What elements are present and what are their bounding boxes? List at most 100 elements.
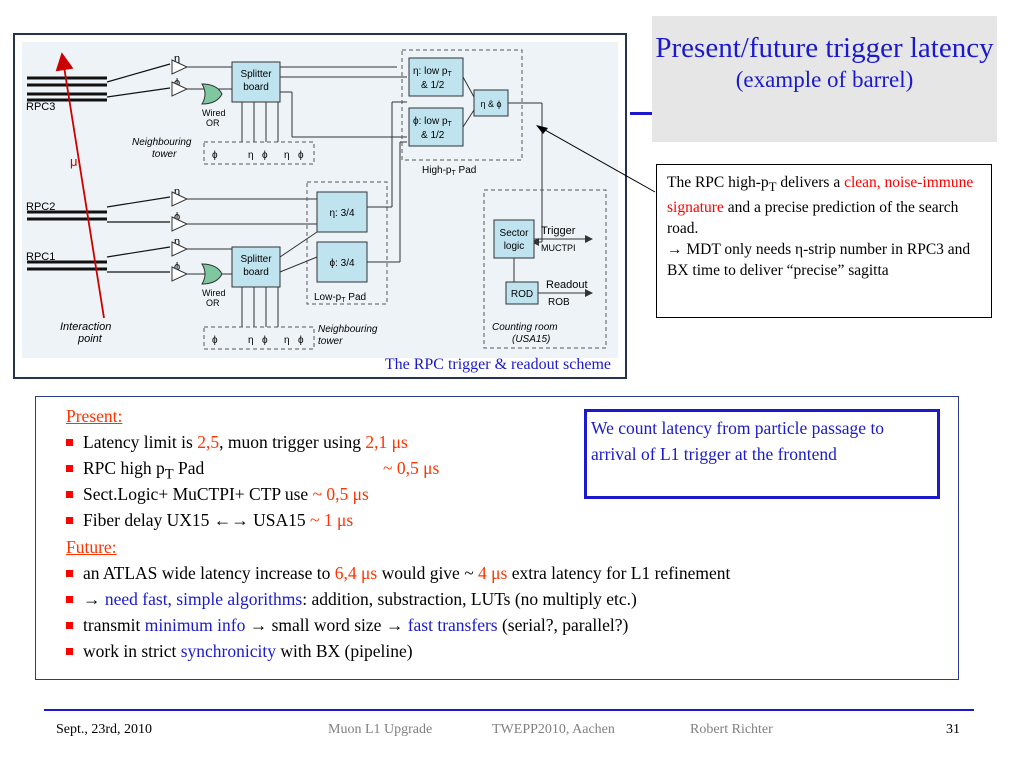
- page-number: 31: [946, 722, 960, 737]
- rod-label: ROD: [511, 289, 533, 300]
- wired-label: Wired: [202, 288, 226, 298]
- buffer-icon: [171, 241, 189, 257]
- eta-phi-label: η & ϕ: [480, 99, 501, 109]
- phi-tower-label: ϕ: [262, 150, 268, 161]
- high-pt-pad-box: [401, 49, 523, 161]
- eta-low-pt-label: η: low pT: [413, 66, 452, 78]
- eta-34-label: η: 3/4: [329, 208, 354, 219]
- diagram-frame: RPC3 RPC2 RPC1 η ϕ η ϕ η ϕ: [13, 33, 627, 379]
- splitter-label: Splitter: [240, 69, 272, 80]
- future-item-1: an ATLAS wide latency increase to 6,4 μs…: [66, 560, 730, 586]
- rpc-trigger-diagram: RPC3 RPC2 RPC1 η ϕ η ϕ η ϕ: [22, 42, 618, 358]
- buffer-icon: [171, 59, 189, 75]
- phi-low-pt-box: [408, 107, 464, 147]
- wired-label: Wired: [202, 108, 226, 118]
- rpc2-label: RPC2: [26, 201, 55, 213]
- eta-tower-label: η: [284, 335, 290, 346]
- bullet-icon: [66, 517, 73, 524]
- eta-label-rpc3: η: [174, 53, 180, 65]
- future-item-2: → need fast, simple algorithms: addition…: [66, 586, 637, 612]
- rpc1-layer: [27, 246, 171, 273]
- buffer-icon: [171, 216, 189, 232]
- low-pt-pad-box: [306, 181, 388, 305]
- phi-tower-label: ϕ: [212, 150, 218, 161]
- bullet-icon: [66, 622, 73, 629]
- sector-logic-box: [493, 219, 535, 259]
- eta-34-box: [316, 191, 368, 233]
- mu-label: μ: [70, 154, 78, 169]
- bidirectional-arrow-icon: ←→: [213, 510, 249, 530]
- callout-box: The RPC high-pT delivers a clean, noise-…: [656, 164, 992, 318]
- title-rule: [630, 112, 652, 115]
- neighbouring-tower-top: [203, 141, 315, 165]
- counting-room-label: Counting room: [492, 322, 558, 333]
- readout-label: Readout: [546, 279, 588, 291]
- phi-tower-label: ϕ: [298, 335, 304, 346]
- callout-sub: T: [768, 179, 777, 195]
- neighbouring-label: Neighbouring: [318, 324, 378, 335]
- callout-pointer: [536, 125, 656, 193]
- buffer-icon: [171, 81, 189, 97]
- bullet-icon: [66, 491, 73, 498]
- usa15-label: (USA15): [512, 334, 550, 345]
- future-item-4: work in strict synchronicity with BX (pi…: [66, 638, 413, 664]
- present-heading: Present:: [66, 406, 123, 426]
- latency-note-box: We count latency from particle passage t…: [584, 409, 940, 499]
- eta-tower-label: η: [248, 150, 254, 161]
- board-label: board: [243, 267, 269, 278]
- eta-label-rpc1: η: [174, 236, 180, 248]
- footer-rule: [44, 709, 974, 711]
- splitter-board-bottom: [231, 246, 281, 288]
- bullet-icon: [66, 439, 73, 446]
- phi-label-rpc1: ϕ: [174, 261, 180, 273]
- splitter-label: Splitter: [240, 254, 272, 265]
- rpc2-layer: [27, 196, 171, 223]
- bullet-icon: [66, 570, 73, 577]
- eta-tower-label: η: [284, 150, 290, 161]
- wired-or-gate-icon: [201, 263, 223, 285]
- footer-conference: TWEPP2010, Aachen: [492, 722, 615, 737]
- high-pt-pad-label: High-pT Pad: [422, 165, 476, 177]
- callout-text-4: MDT only needs η-strip number in RPC3 an…: [667, 241, 971, 280]
- tower-label: tower: [318, 336, 343, 347]
- neighbouring-tower-bottom: [203, 326, 315, 350]
- eta-low-pt-box: [408, 57, 464, 97]
- bullet-icon: [66, 648, 73, 655]
- arrow-icon: →: [83, 589, 101, 609]
- eta-phi-box: [473, 89, 509, 117]
- diagram-caption: The RPC trigger & readout scheme: [384, 356, 611, 373]
- footer-talk: Muon L1 Upgrade: [328, 722, 433, 737]
- eta-label-rpc2: η: [174, 186, 180, 198]
- present-item-1: Latency limit is 2,5, muon trigger using…: [66, 429, 408, 455]
- phi-34-label: ϕ: 3/4: [329, 258, 354, 269]
- buffer-icon: [171, 191, 189, 207]
- bullet-icon: [66, 596, 73, 603]
- callout-text-2: delivers a: [776, 174, 845, 191]
- present-item-2: RPC high pT Pad~ 0,5 μs: [66, 455, 439, 488]
- slide-subtitle: (example of barrel): [735, 67, 914, 92]
- tower-label: tower: [152, 149, 177, 160]
- phi-tower-label: ϕ: [212, 335, 218, 346]
- muctpi-label: MUCTPI: [541, 243, 576, 253]
- or-label: OR: [206, 118, 220, 128]
- present-item-4: Fiber delay UX15 ←→ USA15 ~ 1 μs: [66, 507, 353, 533]
- phi-tower-label: ϕ: [262, 335, 268, 346]
- buffer-icon: [171, 266, 189, 282]
- callout-highlight: clean, noise-immune signature: [667, 174, 974, 217]
- point-label: point: [77, 333, 103, 345]
- wired-or-gate-icon: [201, 83, 223, 105]
- interaction-label: Interaction: [60, 321, 111, 333]
- half-label: & 1/2: [421, 130, 445, 141]
- logic-label: logic: [504, 241, 525, 252]
- phi-label-rpc2: ϕ: [174, 211, 180, 223]
- low-pt-pad-label: Low-pT Pad: [314, 292, 366, 304]
- main-content-box: Present: Latency limit is 2,5, muon trig…: [35, 396, 959, 680]
- rpc1-label: RPC1: [26, 251, 55, 263]
- half-label: & 1/2: [421, 80, 445, 91]
- present-item-3: Sect.Logic+ MuCTPI+ CTP use ~ 0,5 μs: [66, 481, 369, 507]
- splitter-board-top: [231, 61, 281, 103]
- callout-text-3: and a precise prediction of the search r…: [667, 199, 959, 238]
- board-label: board: [243, 82, 269, 93]
- rob-label: ROB: [548, 297, 570, 308]
- sector-label: Sector: [500, 228, 530, 239]
